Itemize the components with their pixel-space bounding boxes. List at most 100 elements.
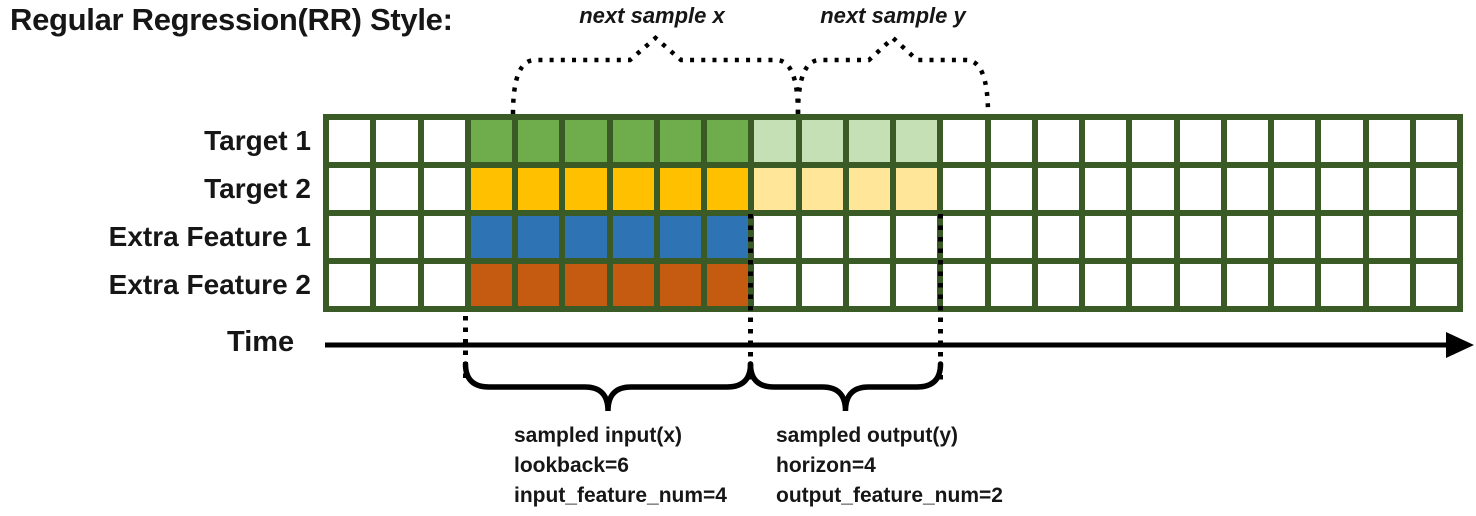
grid-cell-input <box>470 216 512 258</box>
grid-cell-output <box>754 168 796 210</box>
input-feature-num-value: input_feature_num=4 <box>514 484 727 507</box>
grid-cell-output <box>896 120 938 162</box>
grid-cell-output <box>896 264 938 306</box>
grid-cell-input <box>565 168 607 210</box>
grid-cell-empty <box>329 216 371 258</box>
grid-cell-input <box>659 216 701 258</box>
grid-cell-output <box>848 264 890 306</box>
grid-cell-empty <box>376 168 418 210</box>
grid-cell-input <box>707 168 749 210</box>
grid-cell-output <box>801 168 843 210</box>
grid-cell-input <box>518 120 560 162</box>
grid-cell-empty <box>990 216 1032 258</box>
grid-cell-empty <box>1368 216 1410 258</box>
grid-cell-empty <box>1226 168 1268 210</box>
grid-cell-input <box>659 120 701 162</box>
grid-cell-empty <box>376 264 418 306</box>
grid-cell-empty <box>1037 168 1079 210</box>
grid-cell-empty <box>1274 120 1316 162</box>
grid-cell-input <box>470 168 512 210</box>
grid-cell-input <box>518 216 560 258</box>
grid-cell-input <box>612 168 654 210</box>
grid-cell-empty <box>1132 120 1174 162</box>
next-sample-y-label: next sample y <box>820 3 966 28</box>
grid-cell-empty <box>990 264 1032 306</box>
grid-cell-empty <box>1368 264 1410 306</box>
grid-cell-empty <box>1274 216 1316 258</box>
grid-cell-output <box>754 264 796 306</box>
diagram-title: Regular Regression(RR) Style: <box>10 2 453 37</box>
sampled-output-brace <box>747 361 944 412</box>
sampled-output-annotation: sampled output(y) horizon=4 output_featu… <box>776 421 1003 511</box>
row-label-extra-feature-1: Extra Feature 1 <box>108 221 311 252</box>
grid-cell-output <box>801 120 843 162</box>
sampled-output-title: sampled output(y) <box>776 424 958 447</box>
grid-cell-empty <box>1274 264 1316 306</box>
grid-cell-empty <box>1226 120 1268 162</box>
grid-cell-empty <box>1037 216 1079 258</box>
grid-cell-input <box>518 264 560 306</box>
grid-cell-empty <box>1179 168 1221 210</box>
output-feature-num-value: output_feature_num=2 <box>776 484 1003 507</box>
row-label-target-2: Target 2 <box>204 173 311 204</box>
grid-cell-empty <box>1321 120 1363 162</box>
grid-cell-empty <box>943 168 985 210</box>
grid-cell-output <box>801 216 843 258</box>
grid-cell-empty <box>376 216 418 258</box>
grid-cell-empty <box>943 264 985 306</box>
grid-cell-empty <box>1132 216 1174 258</box>
grid-cell-input <box>707 120 749 162</box>
grid-cell-output <box>848 168 890 210</box>
next-sample-x-brace <box>510 35 801 115</box>
grid-cell-empty <box>329 168 371 210</box>
grid-cell-empty <box>1179 264 1221 306</box>
grid-cell-output <box>896 216 938 258</box>
grid-cell-input <box>707 264 749 306</box>
grid-cell-empty <box>1132 264 1174 306</box>
grid-cell-empty <box>1037 264 1079 306</box>
grid-cell-input <box>565 120 607 162</box>
grid-cell-input <box>659 264 701 306</box>
horizon-value: horizon=4 <box>776 454 876 477</box>
time-arrow-head <box>1446 332 1474 358</box>
grid-cell-input <box>612 216 654 258</box>
sampled-input-brace <box>462 361 754 412</box>
grid-cell-output <box>754 120 796 162</box>
grid-cell-output <box>848 216 890 258</box>
grid-cell-empty <box>423 168 465 210</box>
grid-cell-empty <box>329 264 371 306</box>
lookback-value: lookback=6 <box>514 454 629 477</box>
grid-cell-empty <box>1415 216 1457 258</box>
grid-cell-empty <box>1415 120 1457 162</box>
grid-cell-empty <box>1321 168 1363 210</box>
grid-cell-empty <box>943 120 985 162</box>
grid-cell-empty <box>1179 120 1221 162</box>
grid-cell-empty <box>376 120 418 162</box>
grid-cell-input <box>518 168 560 210</box>
grid-cell-empty <box>1368 120 1410 162</box>
grid-cell-input <box>565 264 607 306</box>
sampled-input-annotation: sampled input(x) lookback=6 input_featur… <box>514 421 727 511</box>
grid-cell-output <box>754 216 796 258</box>
grid-cell-empty <box>1368 168 1410 210</box>
grid-cell-empty <box>1415 168 1457 210</box>
grid-cell-empty <box>990 120 1032 162</box>
grid-cell-empty <box>1132 168 1174 210</box>
grid-cell-output <box>896 168 938 210</box>
grid-cell-empty <box>1037 120 1079 162</box>
grid-cell-empty <box>1085 216 1127 258</box>
row-label-target-1: Target 1 <box>204 125 311 156</box>
grid-cell-empty <box>1274 168 1316 210</box>
next-sample-x-label: next sample x <box>579 3 725 28</box>
next-sample-y-brace <box>795 34 991 115</box>
grid-cell-input <box>707 216 749 258</box>
grid-cell-empty <box>1085 264 1127 306</box>
grid-cell-input <box>470 120 512 162</box>
grid-cell-empty <box>990 168 1032 210</box>
grid-cell-input <box>659 168 701 210</box>
grid-cell-empty <box>423 216 465 258</box>
grid-cell-empty <box>1321 264 1363 306</box>
grid-cell-input <box>612 120 654 162</box>
